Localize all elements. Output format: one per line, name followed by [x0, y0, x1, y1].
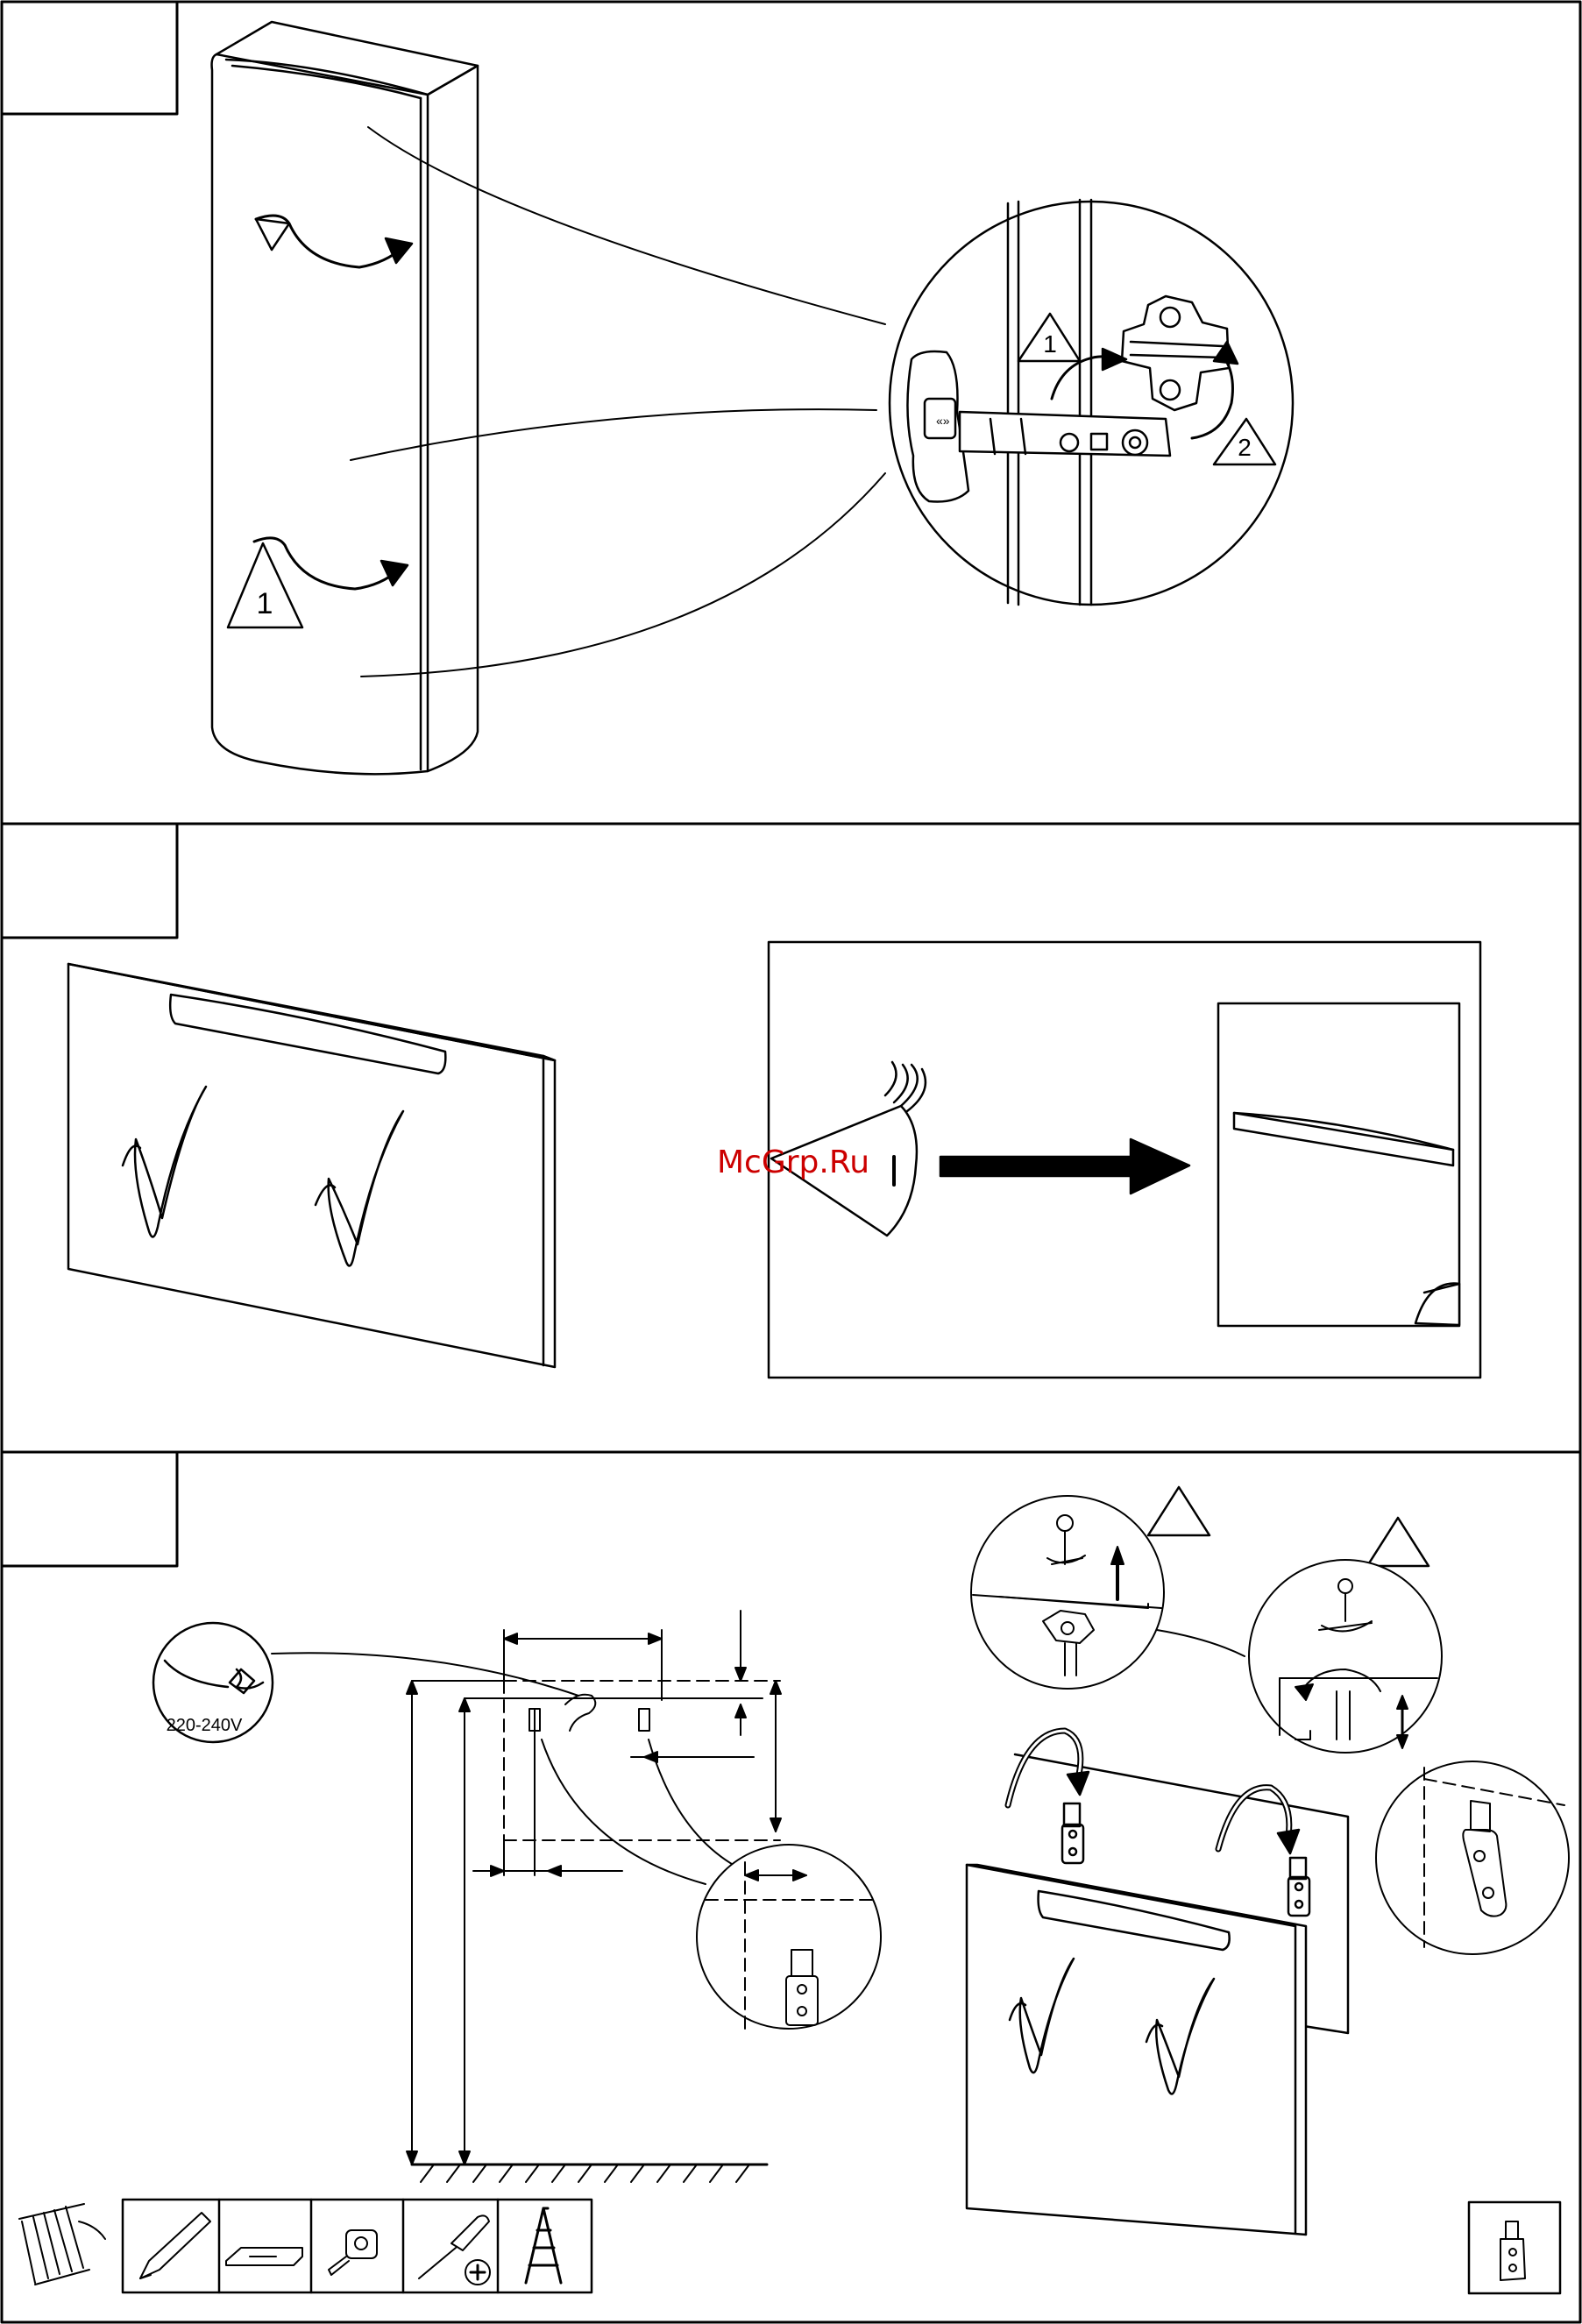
pencil-icon [140, 2213, 210, 2278]
bracket-detail-callout [697, 1845, 881, 2029]
tape-measure-icon [329, 2230, 377, 2275]
hinge-detail-callout: «» 1 2 [890, 200, 1293, 605]
door-hanging-illustration [967, 1731, 1348, 2235]
watermark-text: McGrp.Ru [717, 1144, 869, 1180]
wall-plug-screws-icon [19, 2204, 105, 2285]
step-box-2 [2, 824, 177, 938]
screwdriver-icon [419, 2215, 490, 2285]
tall-cabinet-illustration [212, 22, 478, 774]
bracket-parts-box [1469, 2202, 1560, 2293]
voltage-callout: 220-240V [153, 1623, 273, 1742]
ladder-icon [526, 2208, 561, 2283]
leader-line [368, 127, 885, 324]
step-box-1 [2, 2, 177, 114]
svg-text:1: 1 [1043, 330, 1057, 358]
svg-text:220-240V: 220-240V [167, 1716, 243, 1735]
wide-door-illustration [68, 964, 555, 1367]
svg-text:«»: «» [936, 414, 950, 428]
height-adjust-detail [971, 1496, 1164, 1689]
bracket-zoom-callout [1376, 1761, 1569, 1954]
leader-line [272, 1653, 578, 1696]
leader-line [361, 473, 885, 677]
warning-triangle-icon [1148, 1487, 1210, 1535]
svg-text:2: 2 [1238, 434, 1252, 461]
depth-adjust-detail [1249, 1560, 1442, 1753]
step-box-3 [2, 1452, 177, 1566]
svg-text:1: 1 [257, 587, 273, 620]
tools-bar [123, 2200, 592, 2292]
cleaning-instruction-box [769, 942, 1480, 1378]
spirit-level-icon [226, 2248, 302, 2265]
leader-line [351, 409, 876, 460]
warning-triangle-icon [1367, 1518, 1429, 1566]
leader-line [1157, 1630, 1245, 1656]
